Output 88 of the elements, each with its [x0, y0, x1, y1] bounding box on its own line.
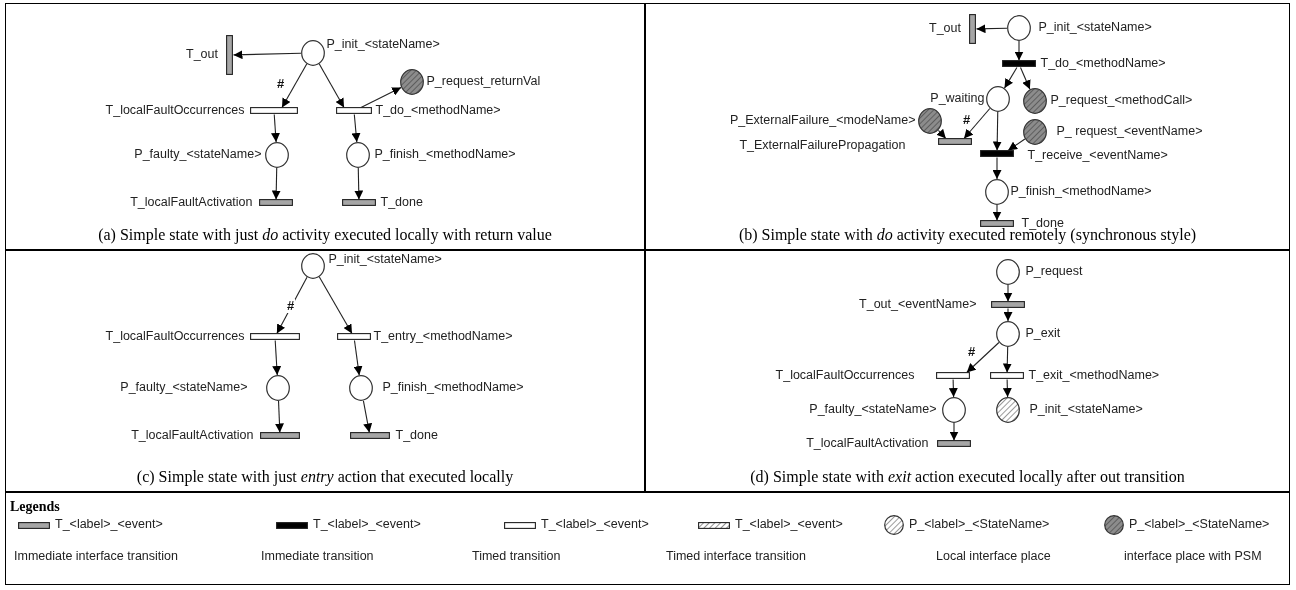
figure-panel — [5, 3, 645, 250]
arc-arrow — [275, 400, 284, 434]
legend-label: P_<label>_<StateName> — [1129, 517, 1270, 532]
transition-label: T_entry_<methodName> — [373, 329, 513, 344]
place-label: P_faulty_<stateName> — [134, 147, 262, 162]
place-label: P_faulty_<stateName> — [809, 402, 937, 417]
figure-caption: (d) Simple state with exit action executed locally after out transition — [749, 468, 1186, 486]
place-label: P_init_<stateName> — [328, 252, 442, 267]
arc-arrow — [948, 378, 958, 398]
place-label: P_ request_<eventName> — [1056, 124, 1203, 139]
transition-label: T_localFaultOccurrences — [105, 329, 245, 344]
place-label: P_exit — [1025, 326, 1061, 341]
arc-arrow — [966, 341, 1000, 374]
edge-label: # — [286, 299, 296, 313]
transition-label: T_out — [186, 47, 218, 62]
place-label: P_finish_<methodName> — [374, 147, 516, 162]
transition-label: T_done — [380, 195, 423, 210]
transition-label: T_localFaultOccurrences — [775, 368, 915, 383]
arc-arrow — [362, 400, 373, 434]
transition-label: T_localFaultActivation — [130, 195, 253, 210]
place-label: P_faulty_<stateName> — [120, 380, 248, 395]
place-label: P_request_<methodCall> — [1050, 93, 1193, 108]
arc-arrow — [963, 107, 991, 140]
place-label: P_ExternalFailure_<modeName> — [729, 113, 916, 128]
edge-label: # — [276, 77, 286, 91]
arc-arrow — [1002, 346, 1012, 374]
legend-label: P_<label>_<StateName> — [909, 517, 1050, 532]
legend-description: Immediate interface transition — [14, 549, 178, 564]
legend-label: T_<label>_<event> — [541, 517, 649, 532]
legend-description: interface place with PSM — [1124, 549, 1262, 564]
legend-description: Timed interface transition — [666, 549, 806, 564]
transition-label: T_do_<methodName> — [375, 103, 501, 118]
arc-arrow — [281, 63, 308, 109]
figure-caption: (a) Simple state with just do activity executed locally with return value — [97, 226, 553, 244]
transition-label: T_ExternalFailurePropagation — [739, 138, 906, 153]
legend-description: Timed transition — [472, 549, 561, 564]
arc-arrow — [1007, 138, 1026, 152]
arc-arrow — [992, 204, 1002, 222]
edge-label: # — [962, 113, 972, 127]
arc-arrow — [318, 63, 345, 109]
transition-label: T_out — [929, 21, 961, 36]
transition-label: T_out_<eventName> — [859, 297, 977, 312]
arc-arrow — [1019, 66, 1031, 90]
transition-label: T_localFaultActivation — [806, 436, 929, 451]
figure-panel — [645, 3, 1290, 250]
figure-caption: (c) Simple state with just entry action that executed locally — [135, 468, 515, 486]
place-label: P_request — [1025, 264, 1083, 279]
place-label: P_waiting — [930, 91, 985, 106]
transition-label: T_done — [395, 428, 438, 443]
place-label: P_init_<stateName> — [1038, 20, 1152, 35]
place-label: P_init_<stateName> — [326, 37, 440, 52]
edge-label: # — [967, 345, 977, 359]
arc-arrow — [318, 276, 353, 335]
transition-label: T_exit_<methodName> — [1028, 368, 1160, 383]
arc-arrow — [975, 24, 1008, 34]
transition-label: T_receive_<eventName> — [1027, 148, 1168, 163]
arc-arrow — [351, 113, 361, 143]
arc-arrow — [271, 167, 281, 201]
legend-label: T_<label>_<event> — [313, 517, 421, 532]
arc-arrow — [353, 339, 363, 376]
legend-description: Local interface place — [936, 549, 1051, 564]
arc-arrow — [936, 128, 947, 140]
arc-arrow — [272, 339, 282, 376]
arc-arrow — [992, 156, 1002, 180]
legend-description: Immediate transition — [261, 549, 374, 564]
arc-arrow — [271, 113, 280, 143]
transition-label: T_do_<methodName> — [1040, 56, 1166, 71]
legend-heading: Legends — [10, 499, 60, 514]
arc-arrow — [992, 111, 1002, 152]
transition-label: T_localFaultOccurrences — [105, 103, 245, 118]
figure-panel — [645, 250, 1290, 492]
arc-arrow — [354, 167, 364, 201]
legend-label: T_<label>_<event> — [55, 517, 163, 532]
place-label: P_init_<stateName> — [1029, 402, 1143, 417]
arc-arrow — [1002, 378, 1012, 398]
arc-arrow — [1003, 284, 1013, 303]
arc-arrow — [1014, 40, 1024, 62]
arc-arrow — [1003, 307, 1013, 322]
arc-arrow — [360, 86, 402, 109]
arc-arrow — [1004, 66, 1018, 89]
place-label: P_finish_<methodName> — [1010, 184, 1152, 199]
figure-panel — [5, 250, 645, 492]
legend-label: T_<label>_<event> — [735, 517, 843, 532]
arc-arrow — [949, 422, 959, 442]
place-label: P_request_returnVal — [426, 74, 541, 89]
transition-label: T_localFaultActivation — [131, 428, 254, 443]
place-label: P_finish_<methodName> — [382, 380, 524, 395]
arc-arrow — [232, 50, 302, 60]
